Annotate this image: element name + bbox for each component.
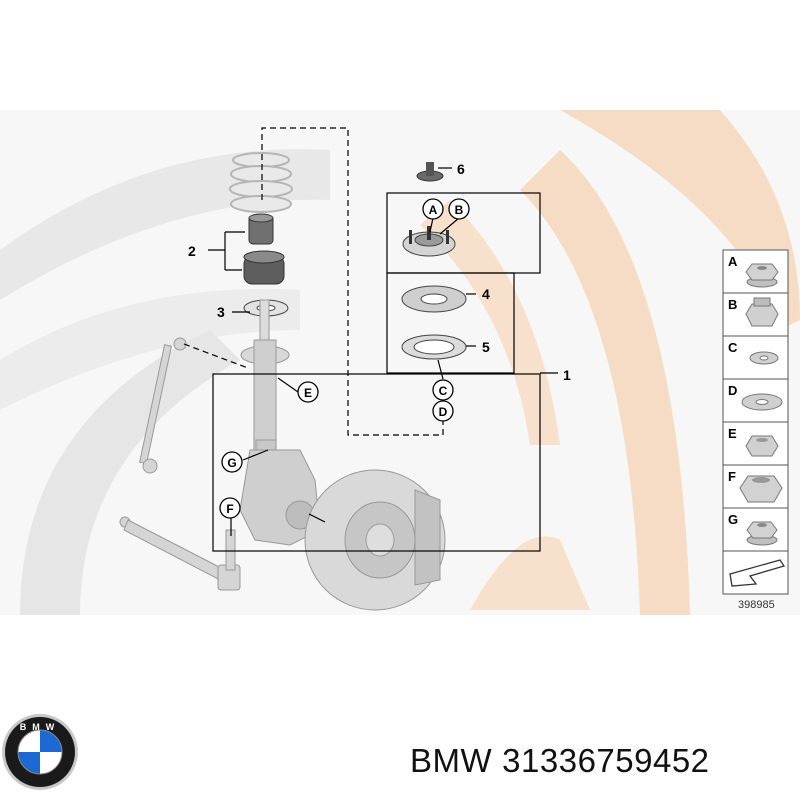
bump-stop: [243, 213, 285, 285]
caption-brand: BMW: [410, 742, 493, 779]
legend-row-b: B: [728, 297, 779, 327]
svg-text:C: C: [439, 384, 448, 398]
caption-part-number: 31336759452: [502, 742, 710, 779]
strut-assembly: [240, 299, 290, 461]
svg-text:G: G: [227, 456, 236, 470]
legend-row-f: F: [728, 469, 783, 503]
flange-nut-icon: [746, 521, 778, 546]
top-strut-mount: [402, 226, 456, 257]
svg-text:F: F: [226, 502, 233, 516]
svg-text:B: B: [455, 203, 464, 217]
svg-text:C: C: [728, 340, 738, 355]
strut-bearing: [401, 285, 467, 313]
legend-row-arrow: [729, 559, 786, 587]
callout-1: 1: [563, 367, 571, 383]
leader-lines: [183, 127, 558, 552]
dust-cap: [416, 162, 444, 182]
svg-text:A: A: [429, 203, 438, 217]
svg-text:B: B: [728, 297, 737, 312]
circled-label-e: E: [297, 381, 319, 403]
tie-rod: [119, 516, 241, 591]
legend-row-a: A: [728, 254, 779, 288]
flat-washer-icon: [749, 351, 779, 365]
stabilizer-link: [139, 337, 187, 474]
callout-3: 3: [217, 304, 225, 320]
legend-row-d: D: [728, 383, 783, 411]
hex-flange-nut-icon: [745, 263, 779, 288]
legend-row-c: C: [728, 340, 779, 365]
svg-text:G: G: [728, 512, 738, 527]
circled-label-b: B: [448, 198, 470, 220]
arrow-icon: [729, 559, 786, 587]
diagram-number: 398985: [738, 599, 775, 611]
svg-text:A: A: [728, 254, 738, 269]
circled-label-d: D: [432, 400, 454, 422]
hex-nut-icon: [745, 435, 779, 457]
svg-text:F: F: [728, 469, 736, 484]
circled-label-g: G: [221, 451, 243, 473]
svg-text:D: D: [439, 405, 448, 419]
circled-label-f: F: [219, 497, 241, 519]
legend-row-g: G: [728, 512, 778, 546]
callout-2: 2: [188, 243, 196, 259]
callout-5: 5: [482, 339, 490, 355]
bmw-logo: BMW: [2, 714, 78, 790]
coil-spring: [229, 152, 293, 213]
large-hex-nut-icon: [739, 475, 783, 503]
circled-label-c: C: [432, 379, 454, 401]
svg-text:E: E: [304, 386, 312, 400]
legend-row-e: E: [728, 426, 779, 457]
circled-label-a: A: [422, 198, 444, 220]
hex-collar-nut-icon: [745, 297, 779, 327]
callout-4: 4: [482, 286, 490, 302]
svg-text:BMW: BMW: [20, 722, 61, 732]
svg-text:E: E: [728, 426, 737, 441]
large-washer-icon: [741, 393, 783, 411]
brake-disc: [304, 469, 446, 611]
upper-spring-seat: [401, 334, 467, 360]
callout-6: 6: [457, 161, 465, 177]
svg-text:D: D: [728, 383, 737, 398]
